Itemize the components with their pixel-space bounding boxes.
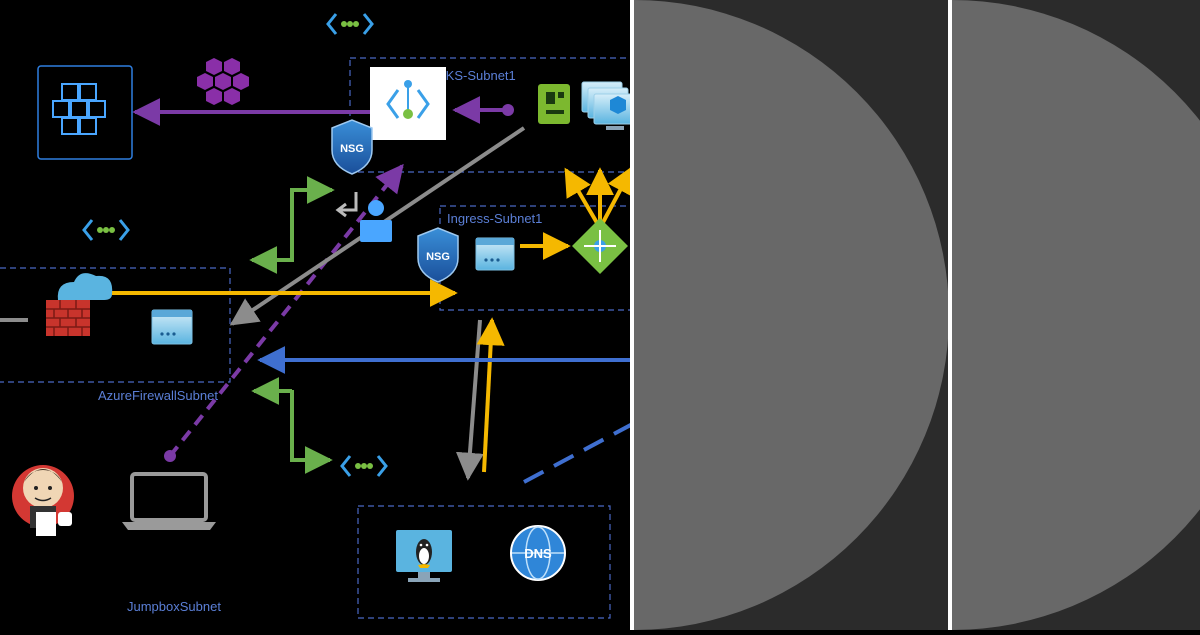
- route-table-icon: [335, 192, 392, 242]
- aks-subnet-label: AKS-Subnet1: [437, 68, 516, 83]
- nsg-ingress-label: NSG: [426, 251, 450, 263]
- load-balancer-icon: [572, 218, 628, 274]
- linux-vm-icon: [396, 530, 452, 582]
- jumpbox-to-aks-connector: [164, 163, 404, 462]
- peering-connector-top: [249, 176, 335, 274]
- container-cluster-icon: [197, 58, 249, 105]
- vnet-peering-icon: [82, 219, 130, 241]
- virtual-machine-scale-set-icon: [581, 81, 635, 130]
- ingress-subnet-label: Ingress-Subnet1: [447, 211, 542, 226]
- vnet-peering-icon: [340, 455, 388, 477]
- aks-subnet-box: AKS-Subnet1: [349, 57, 641, 173]
- dns-resolution-connector: [455, 317, 505, 481]
- firewall-subnet-label: AzureFirewallSubnet: [98, 388, 218, 403]
- private-link-connector: [132, 96, 514, 126]
- jumpbox-subnet-label: JumpboxSubnet: [127, 599, 221, 614]
- ingress-traffic-connector: [112, 165, 634, 307]
- dns-label: DNS: [524, 546, 552, 561]
- return-path-connector: [257, 346, 641, 484]
- node-pool-icon: [538, 84, 570, 124]
- peering-connector-bottom: [251, 377, 333, 474]
- ingress-icon: [475, 237, 515, 271]
- jumpbox-subnet-label-group: JumpboxSubnet: [127, 599, 221, 614]
- vnet-peering-icon: [326, 13, 374, 35]
- container-registry-icon: [37, 65, 133, 160]
- firewall-subnet-box: AzureFirewallSubnet: [0, 267, 231, 403]
- kubernetes-service-icon: [370, 67, 446, 140]
- nsg-aks-label: NSG: [340, 143, 364, 155]
- laptop-icon: [122, 472, 216, 530]
- application-window-icon: [151, 309, 193, 345]
- side-panel-decoration: [630, 0, 1200, 630]
- firewall-icon: [46, 273, 113, 336]
- dns-icon: DNS: [510, 525, 566, 581]
- network-security-group-icon: NSG: [417, 227, 459, 283]
- network-security-group-icon: NSG: [331, 119, 373, 175]
- jenkins-icon: [12, 465, 74, 536]
- dns-subnet-box: [357, 505, 611, 619]
